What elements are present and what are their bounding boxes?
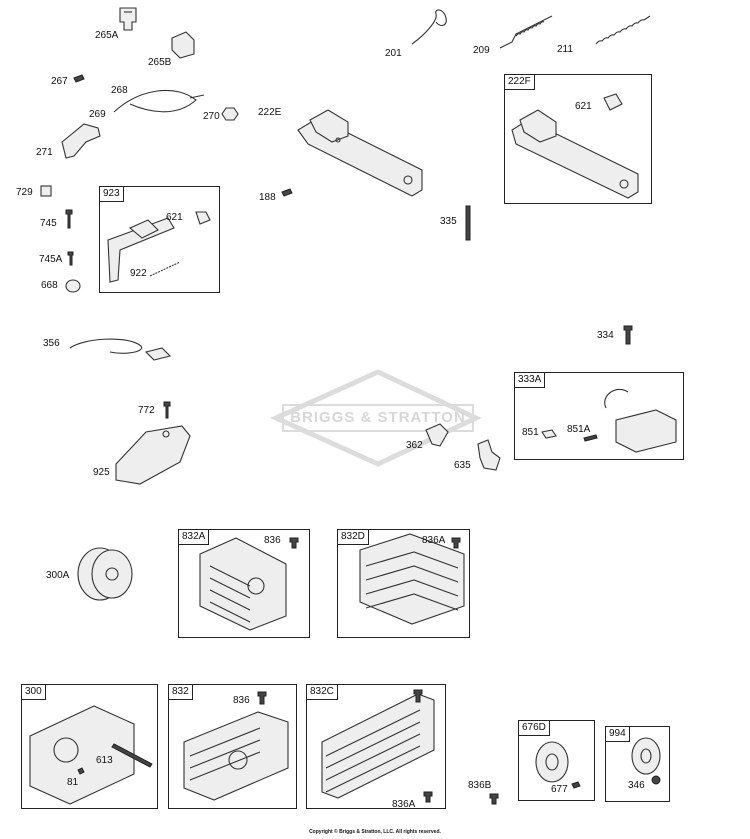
screw-drawing-3 bbox=[623, 325, 633, 345]
control-bracket-drawing bbox=[297, 109, 423, 197]
muffler-guard-drawing bbox=[199, 537, 287, 631]
part-label-335: 335 bbox=[440, 216, 457, 227]
part-label-334: 334 bbox=[597, 330, 614, 341]
group-box-222f: 222F bbox=[504, 74, 652, 204]
cable-drawing bbox=[113, 89, 197, 113]
group-box-832a: 832A bbox=[178, 529, 310, 638]
link-rod-drawing bbox=[411, 9, 447, 45]
stop-switch-wire-drawing bbox=[69, 338, 172, 361]
brand-watermark: BRIGGS & STRATTON bbox=[290, 409, 466, 426]
bracket-clip-drawing bbox=[119, 7, 137, 31]
part-label-745a: 745A bbox=[39, 254, 63, 265]
flange-drawing-2 bbox=[631, 737, 661, 785]
group-box-333a: 333A bbox=[514, 372, 684, 460]
part-label-270: 270 bbox=[203, 111, 220, 122]
ignition-coil-drawing bbox=[541, 388, 677, 453]
part-label-356: 356 bbox=[43, 338, 60, 349]
elbow-fitting-drawing bbox=[477, 439, 501, 471]
group-label-676d: 676D bbox=[518, 720, 550, 736]
part-label-668: 668 bbox=[41, 280, 58, 291]
group-box-300: 300 bbox=[21, 684, 158, 809]
part-label-836-a: 836 bbox=[264, 535, 281, 546]
part-label-265a: 265A bbox=[95, 30, 119, 41]
muffler-guard-drawing-2 bbox=[359, 533, 465, 625]
group-label-832: 832 bbox=[168, 684, 193, 700]
group-box-832c: 832C bbox=[306, 684, 446, 809]
part-label-729: 729 bbox=[16, 187, 33, 198]
part-label-271: 271 bbox=[36, 147, 53, 158]
part-label-836-b: 836 bbox=[233, 695, 250, 706]
part-label-677: 677 bbox=[551, 784, 568, 795]
part-label-922: 922 bbox=[130, 268, 147, 279]
spring-drawing bbox=[499, 15, 553, 49]
part-label-836b: 836B bbox=[468, 780, 492, 791]
part-label-209: 209 bbox=[473, 45, 490, 56]
muffler-guard-drawing-4 bbox=[321, 689, 435, 803]
part-label-621-b: 621 bbox=[575, 101, 592, 112]
group-label-222f: 222F bbox=[504, 74, 535, 90]
flange-drawing bbox=[535, 741, 581, 789]
part-label-346: 346 bbox=[628, 780, 645, 791]
bolt-drawing-2 bbox=[67, 251, 74, 266]
muffler-guard-drawing-3 bbox=[183, 691, 289, 801]
group-box-994: 994 bbox=[605, 726, 670, 802]
group-label-300: 300 bbox=[21, 684, 46, 700]
screw-drawing-4 bbox=[163, 401, 171, 419]
nut-drawing bbox=[221, 107, 239, 121]
grommet-drawing bbox=[65, 279, 81, 293]
group-box-676d: 676D bbox=[518, 720, 595, 801]
screw-drawing-2 bbox=[281, 188, 293, 197]
screw-drawing bbox=[73, 74, 85, 83]
part-label-745: 745 bbox=[40, 218, 57, 229]
cover-drawing bbox=[115, 425, 191, 485]
part-label-201: 201 bbox=[385, 48, 402, 59]
brand-logo-watermark bbox=[269, 369, 482, 467]
part-label-300a: 300A bbox=[46, 570, 70, 581]
part-label-267: 267 bbox=[51, 76, 68, 87]
muffler-drawing bbox=[29, 705, 153, 805]
group-box-832: 832 bbox=[168, 684, 297, 809]
part-label-925: 925 bbox=[93, 467, 110, 478]
part-label-265b: 265B bbox=[148, 57, 172, 68]
control-bracket-drawing-2 bbox=[511, 93, 639, 199]
part-label-188: 188 bbox=[259, 192, 276, 203]
group-label-994: 994 bbox=[605, 726, 630, 742]
part-label-222e: 222E bbox=[258, 107, 282, 118]
part-label-362: 362 bbox=[406, 440, 423, 451]
copyright-text: Copyright © Briggs & Stratton, LLC. All … bbox=[309, 829, 441, 835]
group-box-832d: 832D bbox=[337, 529, 470, 638]
part-label-772: 772 bbox=[138, 405, 155, 416]
group-label-832d: 832D bbox=[337, 529, 369, 545]
bolt-drawing bbox=[65, 209, 73, 229]
governor-control-drawing bbox=[107, 211, 211, 283]
round-muffler-drawing bbox=[77, 547, 133, 601]
group-box-923: 923 bbox=[99, 186, 220, 293]
part-label-635: 635 bbox=[454, 460, 471, 471]
part-label-81: 81 bbox=[67, 777, 79, 788]
lever-drawing bbox=[61, 123, 101, 159]
spring-drawing-2 bbox=[595, 15, 651, 45]
pin-drawing bbox=[465, 205, 471, 241]
part-label-268: 268 bbox=[111, 85, 128, 96]
part-label-836a-bottom: 836A bbox=[392, 799, 416, 810]
group-label-923: 923 bbox=[99, 186, 124, 202]
part-label-621-a: 621 bbox=[166, 212, 183, 223]
group-label-832c: 832C bbox=[306, 684, 338, 700]
part-label-269: 269 bbox=[89, 109, 106, 120]
group-label-333a: 333A bbox=[514, 372, 546, 388]
switch-drawing bbox=[425, 423, 449, 447]
group-label-832a: 832A bbox=[178, 529, 210, 545]
part-label-836a-top: 836A bbox=[422, 535, 446, 546]
part-label-211: 211 bbox=[557, 44, 573, 55]
part-label-851a: 851A bbox=[567, 424, 591, 435]
part-label-613: 613 bbox=[96, 755, 113, 766]
part-label-851: 851 bbox=[522, 427, 539, 438]
clip-drawing bbox=[40, 185, 52, 197]
plate-drawing bbox=[171, 31, 195, 59]
